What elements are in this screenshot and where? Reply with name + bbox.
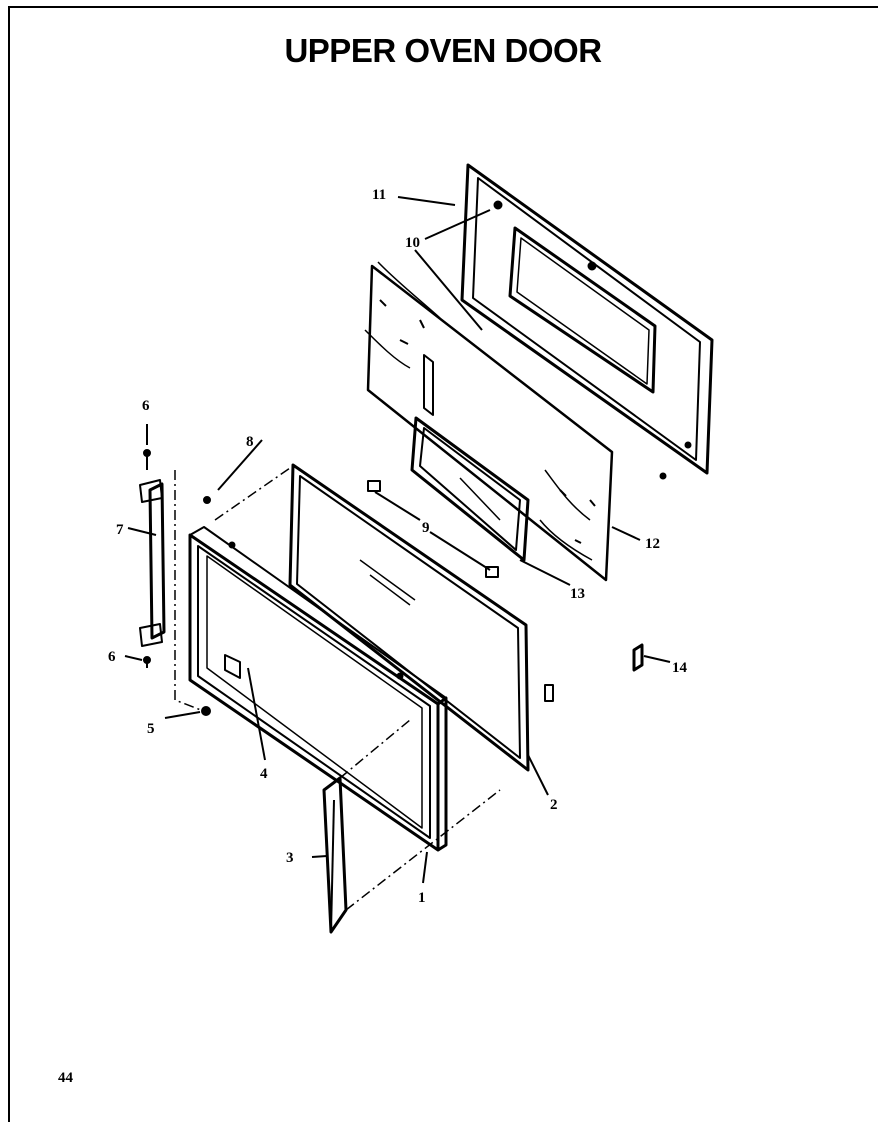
small-hardware: [143, 449, 499, 716]
part-7-hinge-bracket: [139, 479, 166, 647]
part-3-handle: [322, 776, 348, 934]
page-number: 44: [58, 1070, 73, 1086]
part-2-glass-frame: [288, 463, 554, 772]
page-title: UPPER OVEN DOOR: [284, 32, 602, 69]
callouts: 1 2 3 4 5 6 6 7 8 9 10 11 12 13 14: [108, 187, 688, 906]
callout-7: 7: [116, 522, 124, 538]
part-13-window-glass: [410, 354, 530, 562]
callout-5: 5: [147, 721, 155, 737]
callout-8: 8: [246, 434, 254, 450]
callout-1: 1: [418, 890, 426, 906]
part-12-insulation: [364, 261, 614, 582]
callout-6-bottom: 6: [108, 649, 116, 665]
callout-11: 11: [372, 187, 386, 203]
page-frame: [8, 6, 878, 1122]
callout-2: 2: [550, 797, 558, 813]
part-1-door-frame: [188, 526, 448, 852]
callout-9: 9: [422, 520, 430, 536]
callout-6-top: 6: [142, 398, 150, 414]
callout-4: 4: [260, 766, 268, 782]
callout-10: 10: [405, 235, 420, 251]
part-11-outer-door-panel: [460, 163, 714, 480]
callout-12: 12: [645, 536, 660, 552]
callout-13: 13: [570, 586, 585, 602]
callout-3: 3: [286, 850, 294, 866]
part-14-clip: [632, 643, 644, 672]
callout-14: 14: [672, 660, 688, 676]
